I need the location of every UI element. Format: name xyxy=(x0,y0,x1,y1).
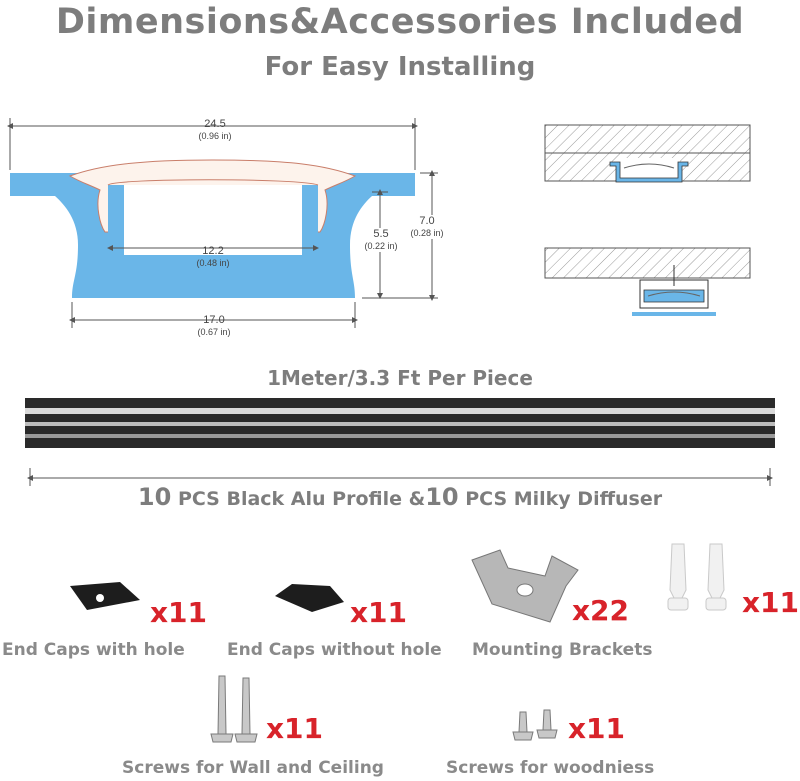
end-cap-with-hole-label: End Caps with hole xyxy=(2,640,185,660)
page-subtitle: For Easy Installing xyxy=(264,52,536,82)
short-screw-qty: x11 xyxy=(568,712,626,745)
mounting-bracket-label: Mounting Brackets xyxy=(472,640,653,660)
dim-bottom-width: 17.0(0.67 in) xyxy=(197,314,231,337)
dim-inner-depth: 5.5(0.22 in) xyxy=(356,228,406,252)
dim-total-height: 7.0(0.28 in) xyxy=(402,215,452,239)
end-cap-without-hole-icon xyxy=(275,584,344,612)
short-screw-icon xyxy=(512,709,558,741)
wall-anchor-icon xyxy=(667,543,727,611)
surface-mount-diagram xyxy=(544,247,751,316)
recessed-mount-diagram xyxy=(544,124,751,184)
end-cap-without-hole-qty: x11 xyxy=(350,596,408,629)
page-title: Dimensions&Accessories Included xyxy=(55,2,745,42)
inner-channel xyxy=(108,185,318,270)
mounting-bracket-qty: x22 xyxy=(572,594,630,627)
long-screw-qty: x11 xyxy=(266,712,324,745)
length-label: 1Meter/3.3 Ft Per Piece xyxy=(267,366,533,390)
dim-top-width: 24.5(0.96 in) xyxy=(198,118,232,141)
short-screw-label: Screws for woodniess xyxy=(446,758,655,778)
end-cap-with-hole-icon xyxy=(70,582,140,610)
end-cap-without-hole-label: End Caps without hole xyxy=(227,640,442,660)
long-screw-label: Screws for Wall and Ceiling xyxy=(122,758,384,778)
dim-inner-width: 12.2(0.48 in) xyxy=(196,245,230,268)
aluminium-profile-bar xyxy=(25,398,775,486)
long-screw-icon xyxy=(210,675,258,743)
wall-anchor-qty: x11 xyxy=(742,586,800,619)
mounting-bracket-icon xyxy=(471,549,579,623)
end-cap-with-hole-qty: x11 xyxy=(150,596,208,629)
installation-diagrams xyxy=(544,124,751,316)
profile-cross-section-diagram xyxy=(7,118,438,328)
package-contents-label: 10 PCS Black Alu Profile &10 PCS Milky D… xyxy=(137,483,663,511)
